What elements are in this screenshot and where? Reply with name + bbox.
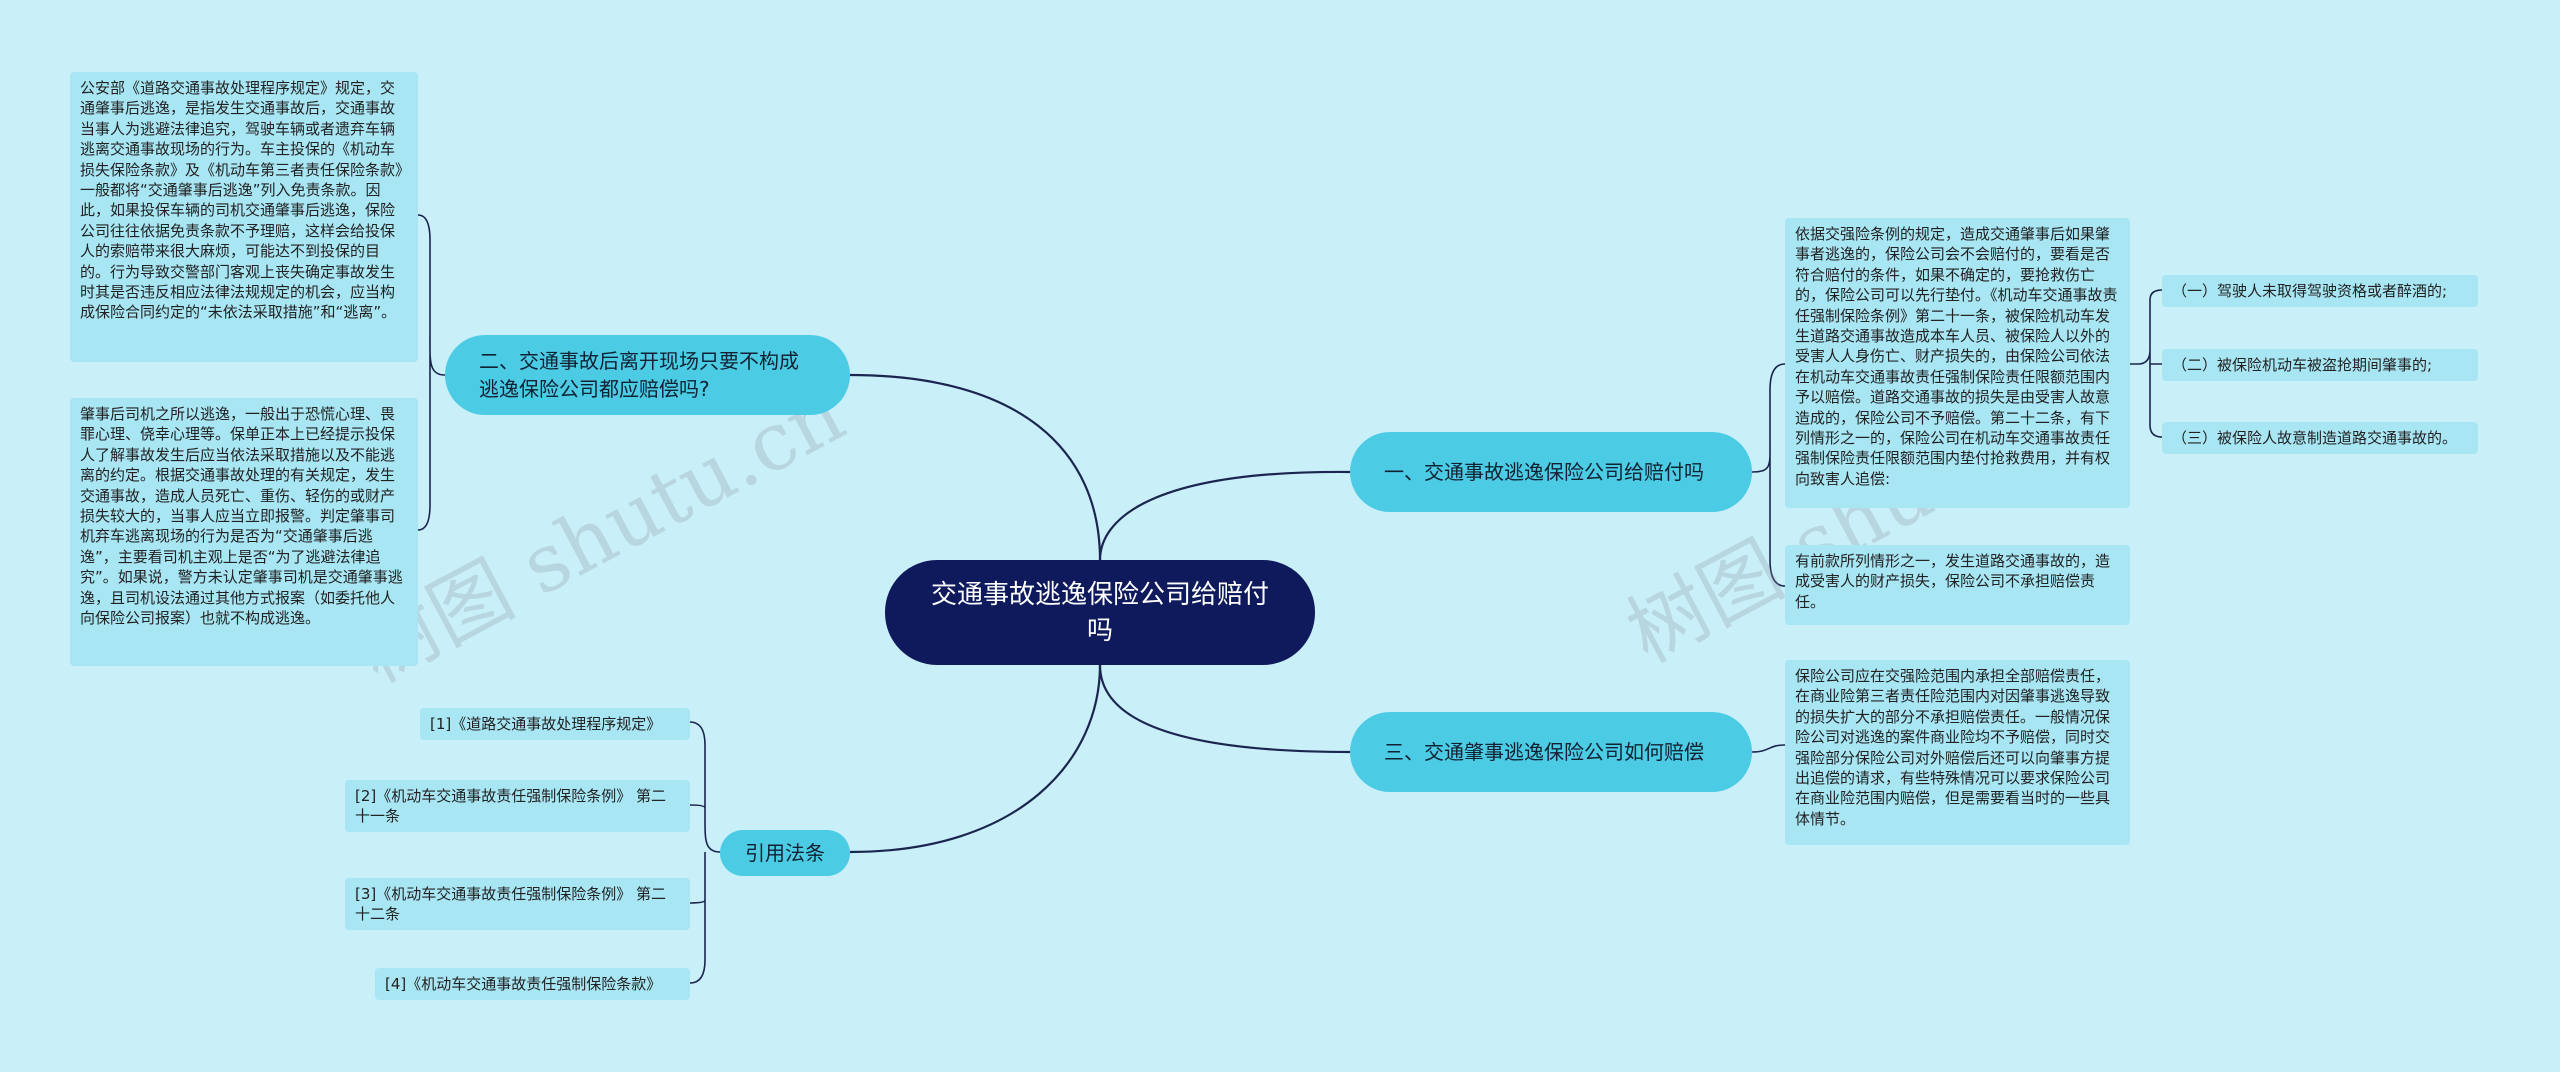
b2-leaf-text-2: 肇事后司机之所以逃逸，一般出于恐慌心理、畏罪心理、侥幸心理等。保单正本上已经提示… — [70, 398, 418, 666]
b1-sub-item-3: （三）被保险人故意制造道路交通事故的。 — [2162, 422, 2478, 454]
b1-sub-item-2: （二）被保险机动车被盗抢期间肇事的; — [2162, 349, 2478, 381]
branch-3-label: 三、交通肇事逃逸保险公司如何赔偿 — [1384, 740, 1704, 764]
b1-leaf-text-1: 依据交强险条例的规定，造成交通肇事后如果肇事者逃逸的，保险公司会不会赔付的，要看… — [1785, 218, 2130, 508]
link-central-b4 — [849, 664, 1102, 854]
branch-4-label: 引用法条 — [745, 841, 825, 865]
branch-2-label: 二、交通事故后离开现场只要不构成逃逸保险公司都应赔偿吗? — [479, 349, 799, 401]
b3-leaf-text: 保险公司应在交强险范围内承担全部赔偿责任，在商业险第三者责任险范围内对因肇事逃逸… — [1785, 660, 2130, 845]
b4-item-1[interactable]: [1]《道路交通事故处理程序规定》 — [420, 708, 690, 740]
branch-1[interactable]: 一、交通事故逃逸保险公司给赔付吗 — [1350, 432, 1752, 512]
link-b1-bracket — [1751, 363, 1786, 587]
branch-4[interactable]: 引用法条 — [720, 830, 850, 876]
link-central-b2 — [849, 373, 1102, 561]
b1-leaf-text-2: 有前款所列情形之一，发生道路交通事故的，造成受害人的财产损失，保险公司不承担赔偿… — [1785, 545, 2130, 625]
branch-3[interactable]: 三、交通肇事逃逸保险公司如何赔偿 — [1350, 712, 1752, 792]
central-topic-label: 交通事故逃逸保险公司给赔付吗 — [930, 579, 1269, 646]
b4-item-3[interactable]: [3]《机动车交通事故责任强制保险条例》 第二十二条 — [345, 878, 690, 930]
link-central-b3 — [1098, 664, 1351, 754]
link-b4-bracket — [689, 721, 721, 984]
link-b2-bracket — [417, 214, 446, 531]
b1-sub-item-1: （一）驾驶人未取得驾驶资格或者醉酒的; — [2162, 275, 2478, 307]
branch-2[interactable]: 二、交通事故后离开现场只要不构成逃逸保险公司都应赔偿吗? — [445, 335, 850, 415]
central-topic[interactable]: 交通事故逃逸保险公司给赔付吗 — [885, 560, 1315, 665]
link-b3-leaf — [1751, 744, 1786, 753]
b4-item-2[interactable]: [2]《机动车交通事故责任强制保险条例》 第二十一条 — [345, 780, 690, 832]
link-central-b1 — [1098, 470, 1351, 561]
b2-leaf-text-1: 公安部《道路交通事故处理程序规定》规定，交通肇事后逃逸，是指发生交通事故后，交通… — [70, 72, 418, 362]
link-b1-sub — [2130, 289, 2163, 438]
branch-1-label: 一、交通事故逃逸保险公司给赔付吗 — [1384, 460, 1704, 484]
b4-item-4[interactable]: [4]《机动车交通事故责任强制保险条款》 — [375, 968, 690, 1000]
